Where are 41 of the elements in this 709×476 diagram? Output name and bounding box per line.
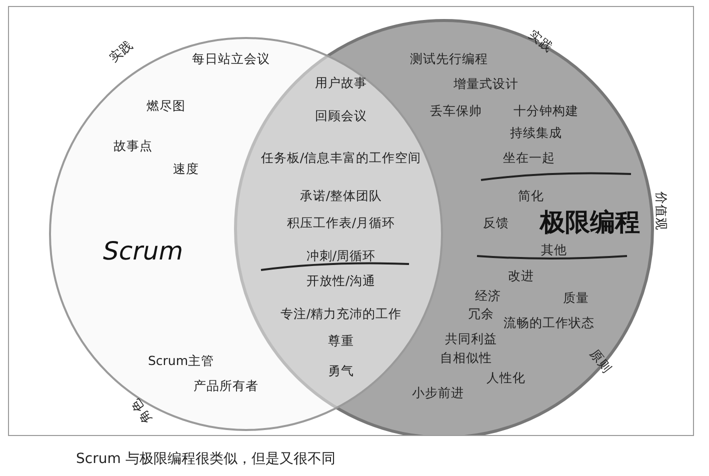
item-label: 每日站立会议 bbox=[192, 52, 270, 66]
item-label: 冗余 bbox=[468, 307, 494, 321]
item-label: 用户故事 bbox=[315, 76, 367, 90]
circle-heading: 极限编程 bbox=[540, 206, 640, 238]
item-label: 速度 bbox=[173, 162, 199, 176]
item-label: 积压工作表/月循环 bbox=[286, 216, 396, 230]
section-label: 原则 bbox=[588, 346, 614, 376]
item-label: 人性化 bbox=[486, 371, 526, 385]
circle-heading: Scrum bbox=[102, 236, 184, 266]
item-label: Scrum主管 bbox=[148, 354, 214, 368]
item-label: 开放性/沟通 bbox=[306, 274, 376, 288]
item-label: 坐在一起 bbox=[503, 151, 555, 165]
section-label: 实践 bbox=[106, 38, 136, 64]
item-label: 勇气 bbox=[328, 364, 354, 378]
item-label: 其他 bbox=[541, 243, 567, 257]
item-label: 十分钟构建 bbox=[514, 104, 578, 118]
caption: Scrum 与极限编程很类似，但是又很不同 bbox=[76, 450, 336, 468]
item-label: 流畅的工作状态 bbox=[504, 316, 594, 330]
item-label: 简化 bbox=[518, 189, 544, 203]
item-label: 尊重 bbox=[328, 334, 354, 348]
item-label: 承诺/整体团队 bbox=[300, 189, 382, 203]
section-label: 角色 bbox=[128, 396, 154, 426]
item-label: 反馈 bbox=[483, 216, 509, 230]
item-label: 经济 bbox=[475, 289, 501, 303]
item-label: 自相似性 bbox=[440, 351, 492, 365]
item-label: 任务板/信息丰富的工作空间 bbox=[260, 151, 422, 165]
item-label: 改进 bbox=[508, 269, 534, 283]
item-label: 燃尽图 bbox=[146, 99, 186, 113]
item-label: 冲刺/周循环 bbox=[306, 249, 376, 263]
item-label: 回顾会议 bbox=[315, 109, 367, 123]
section-label: 实践 bbox=[526, 28, 556, 54]
item-label: 持续集成 bbox=[510, 126, 562, 140]
item-label: 专注/精力充沛的工作 bbox=[280, 307, 402, 321]
item-label: 小步前进 bbox=[412, 386, 464, 400]
item-label: 测试先行编程 bbox=[410, 52, 488, 66]
item-label: 共同利益 bbox=[445, 332, 497, 346]
item-label: 产品所有者 bbox=[194, 379, 258, 393]
item-label: 质量 bbox=[563, 291, 589, 305]
item-label: 增量式设计 bbox=[454, 77, 518, 91]
item-label: 丢车保帅 bbox=[430, 104, 482, 118]
item-label: 故事点 bbox=[114, 139, 152, 153]
